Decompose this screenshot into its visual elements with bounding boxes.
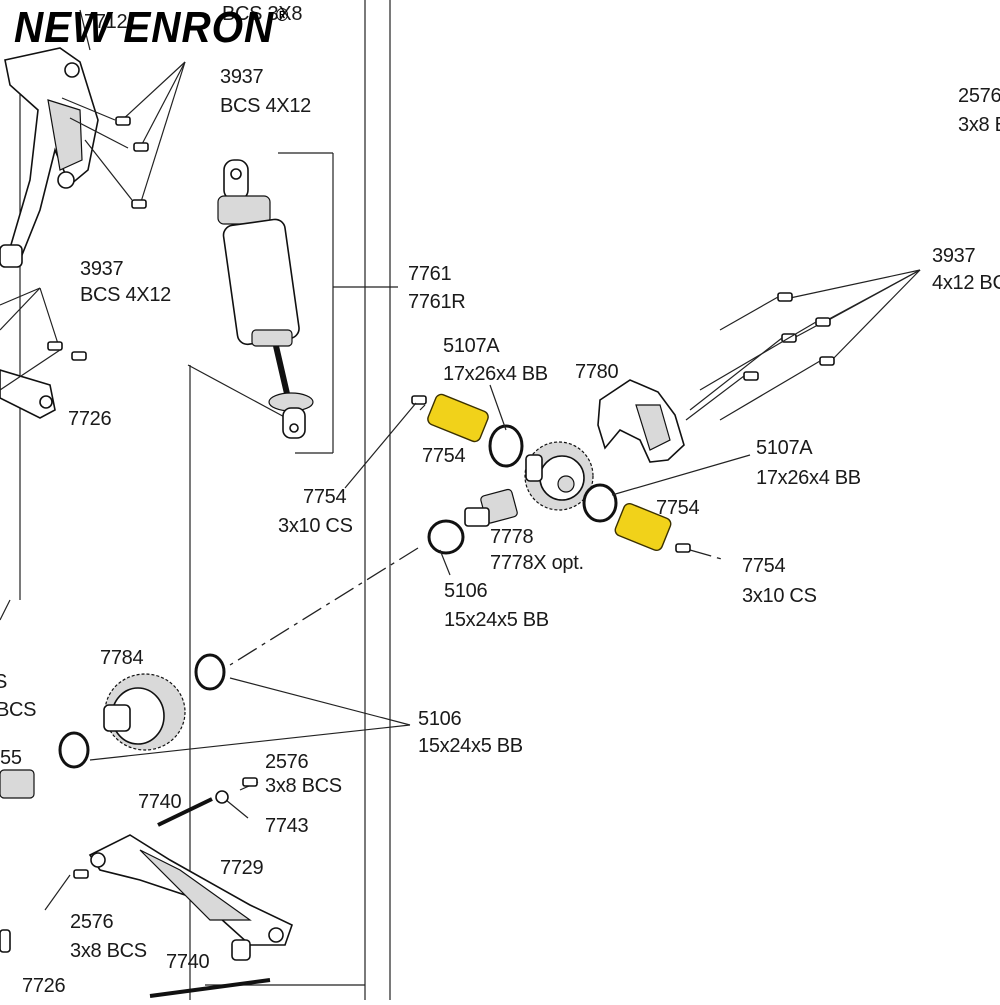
label-7784: 7784 [100, 647, 143, 669]
label-7743: 7743 [265, 815, 308, 837]
label-2576-tr: 2576 [958, 85, 1000, 107]
upper-left-link-part [0, 287, 87, 419]
label-7754-b: 7754 [303, 486, 346, 508]
label-5106-b: 5106 [418, 708, 461, 730]
shock-absorber-part [217, 159, 314, 439]
label-7754-c: 7754 [656, 497, 699, 519]
label-7761R: 7761R [408, 291, 465, 313]
label-2576-b: 2576 [70, 911, 113, 933]
label-3937-a: 3937 [220, 66, 263, 88]
label-7778X: 7778X opt. [490, 552, 584, 574]
lower-arm-part [0, 777, 293, 998]
label-17x26-a: 17x26x4 BB [443, 363, 548, 385]
label-3937-b: 3937 [80, 258, 123, 280]
label-7780: 7780 [575, 361, 618, 383]
differential-assembly [411, 393, 691, 555]
label-7712: 7712 [84, 11, 127, 33]
label-7726-a: 7726 [68, 408, 111, 430]
label-7761: 7761 [408, 263, 451, 285]
label-7754-d: 7754 [742, 555, 785, 577]
label-5106-a: 5106 [444, 580, 487, 602]
shock-tower-part [0, 47, 99, 268]
label-7729: 7729 [220, 857, 263, 879]
label-55-left: 55 [0, 747, 22, 769]
label-3x8-tr: 3x8 B [958, 114, 1000, 136]
right-screws [685, 269, 921, 421]
label-5107A-a: 5107A [443, 335, 500, 357]
label-7726-b: 7726 [22, 975, 65, 997]
label-3x8-m: 3x8 BCS [265, 775, 342, 797]
diff-housing-part [597, 379, 685, 463]
ring-gear-part [0, 653, 226, 799]
label-7778: 7778 [490, 526, 533, 548]
brand-name: NEW ENRON [14, 3, 275, 52]
label-3x10-a: 3x10 CS [278, 515, 353, 537]
label-2576-m: 2576 [265, 751, 308, 773]
label-17x26-b: 17x26x4 BB [756, 467, 861, 489]
tower-screws [61, 9, 186, 209]
label-7740-b: 7740 [166, 951, 209, 973]
label-s-left: S [0, 671, 7, 693]
brand-watermark: NEW ENRON® [14, 6, 289, 50]
label-4x12-r: 4x12 BCS [932, 272, 1000, 294]
label-bcs4x12-a: BCS 4X12 [220, 95, 311, 117]
diagram-boundary-lines [0, 0, 391, 1000]
label-15x24-a: 15x24x5 BB [444, 609, 549, 631]
label-7740-a: 7740 [138, 791, 181, 813]
label-bcs-left: BCS [0, 699, 36, 721]
label-bcs4x12-b: BCS 4X12 [80, 284, 171, 306]
label-15x24-b: 15x24x5 BB [418, 735, 523, 757]
label-3937-r: 3937 [932, 245, 975, 267]
label-3x8-b: 3x8 BCS [70, 940, 147, 962]
part-labels: 7712 BCS 3X8 3937 BCS 4X12 3937 BCS 4X12… [0, 3, 1000, 997]
label-3x10-b: 3x10 CS [742, 585, 817, 607]
label-bcs3x8-top: BCS 3X8 [222, 3, 302, 25]
label-5107A-b: 5107A [756, 437, 813, 459]
leader-lines [44, 384, 751, 911]
brand-registered-mark: ® [275, 5, 290, 25]
label-7754-a: 7754 [422, 445, 465, 467]
